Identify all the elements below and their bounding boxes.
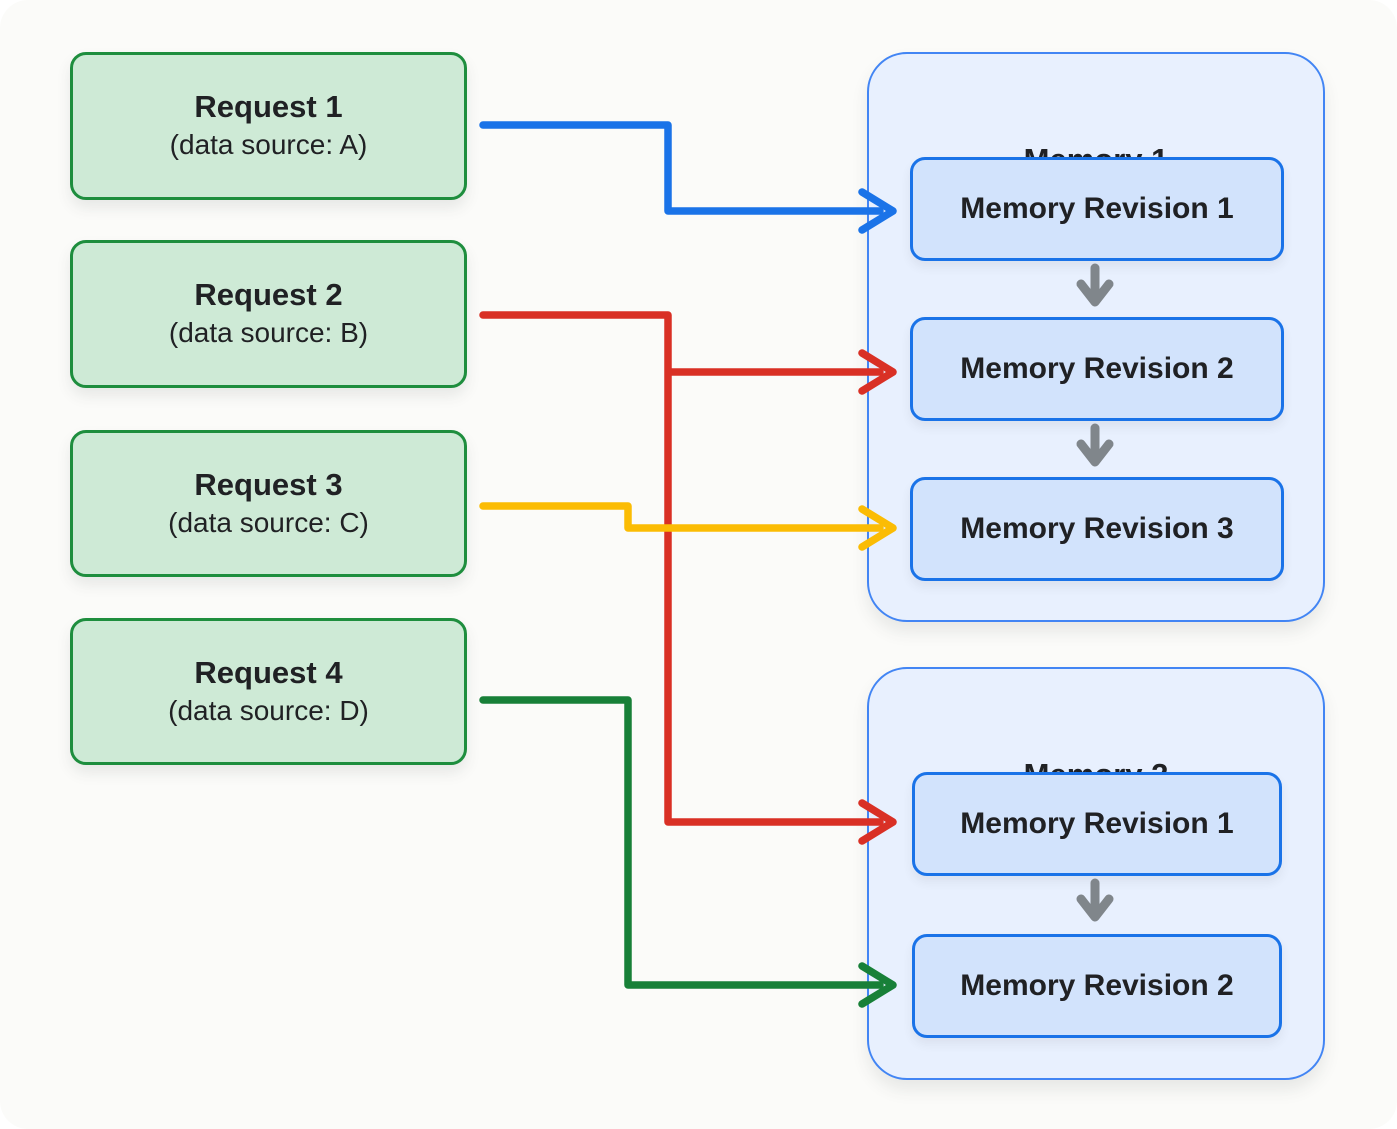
- request-3-box: Request 3 (data source: C): [70, 430, 467, 577]
- request-1-subtitle: (data source: A): [169, 129, 368, 161]
- request-2-title: Request 2: [194, 277, 343, 313]
- memory-1-container: Memory 1 Memory Revision 1 Memory Revisi…: [867, 52, 1325, 622]
- request-3-subtitle: (data source: C): [168, 506, 369, 538]
- request-2-box: Request 2 (data source: B): [70, 240, 467, 388]
- memory-2-container: Memory 2 Memory Revision 1 Memory Revisi…: [867, 667, 1325, 1080]
- request-4-subtitle: (data source: D): [168, 694, 369, 726]
- memory-1-revision-2-box: Memory Revision 2: [910, 317, 1284, 421]
- request-3-title: Request 3: [194, 466, 343, 502]
- request-2-subtitle: (data source: B): [168, 317, 369, 349]
- memory-2-revision-2-box: Memory Revision 2: [912, 934, 1282, 1038]
- connector-request2-to-memory1rev2-and-memory2rev1-arrow: [479, 311, 897, 845]
- memory-2-revision-1-box: Memory Revision 1: [912, 772, 1282, 876]
- connector-request4-to-memory2rev2-arrow: [479, 696, 897, 1008]
- memory-1-revision-1-box: Memory Revision 1: [910, 157, 1284, 261]
- connector-request1-to-memory1rev1-arrow: [479, 121, 897, 234]
- memory-1-revision-3-box: Memory Revision 3: [910, 477, 1284, 581]
- request-4-box: Request 4 (data source: D): [70, 618, 467, 765]
- request-1-title: Request 1: [194, 89, 343, 125]
- request-4-title: Request 4: [194, 654, 343, 690]
- connector-request3-to-memory1rev3-arrow: [479, 502, 897, 551]
- request-1-box: Request 1 (data source: A): [70, 52, 467, 200]
